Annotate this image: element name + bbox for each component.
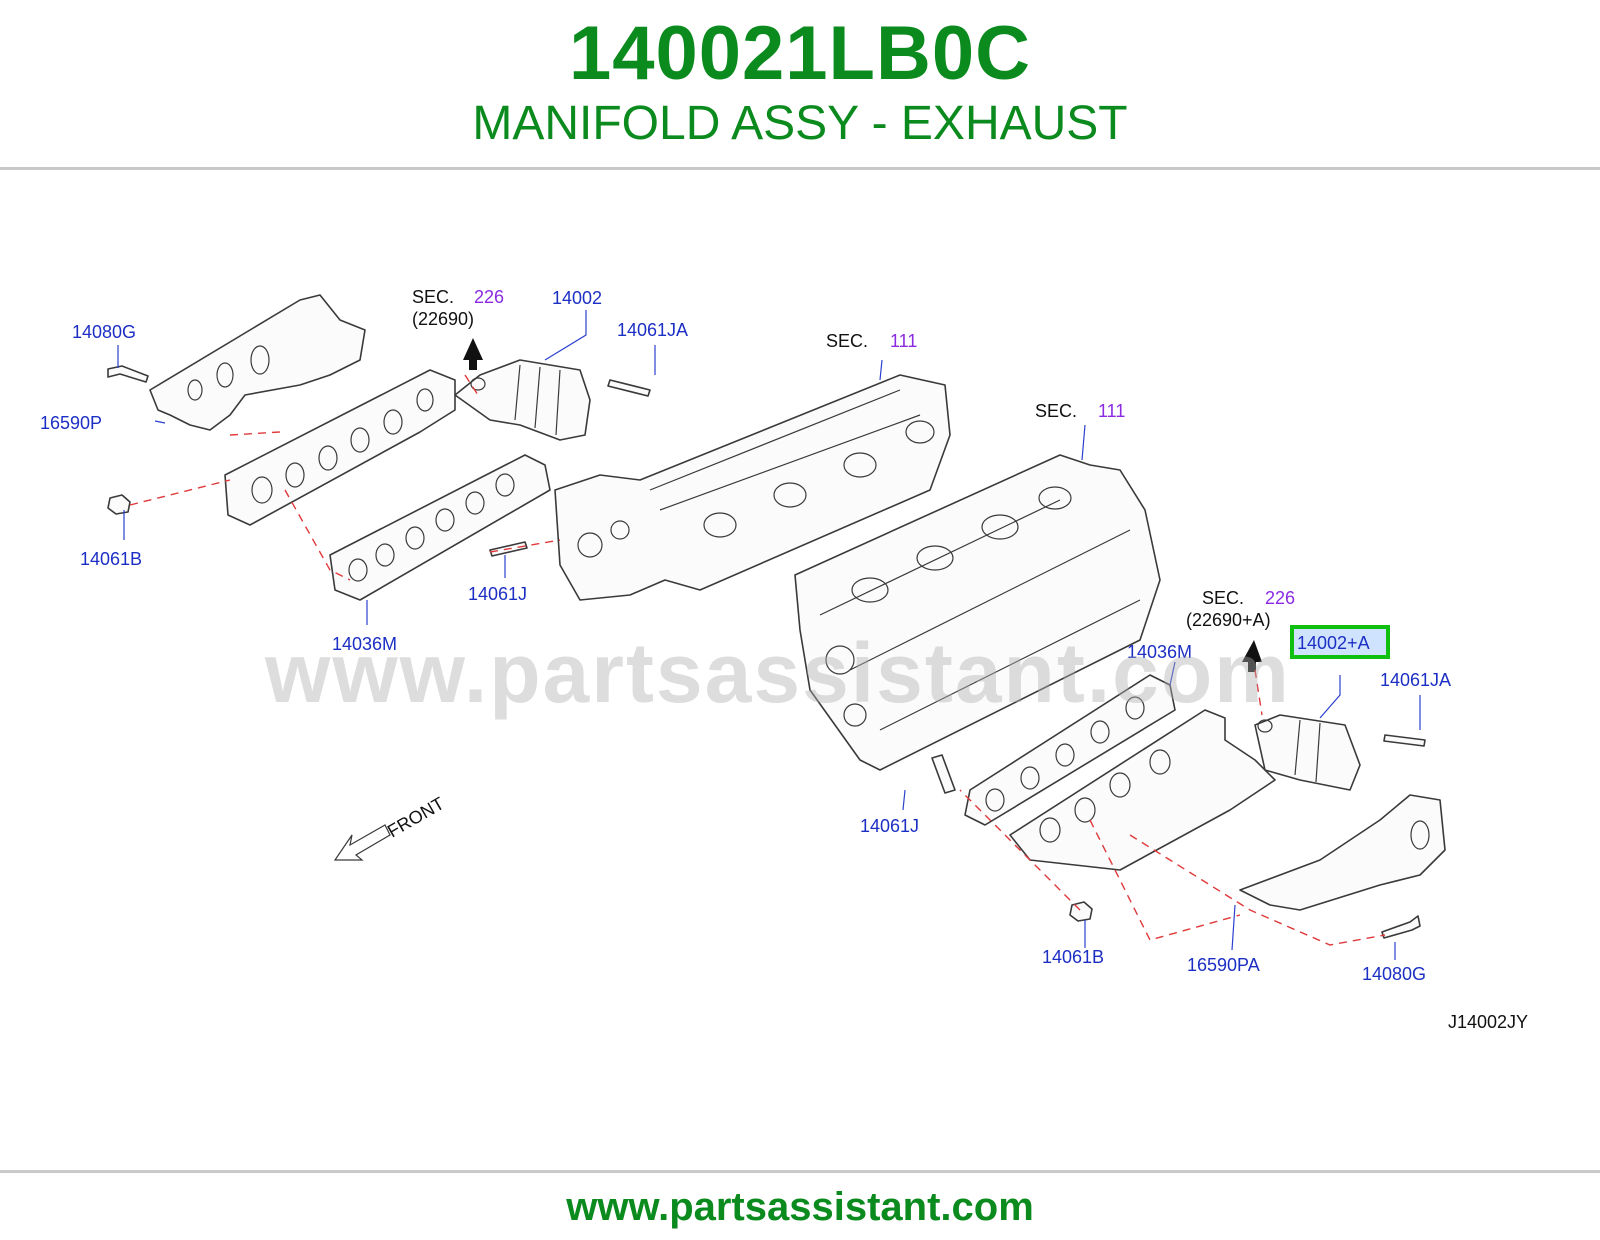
callout-14061JA-left[interactable]: 14061JA (617, 320, 688, 340)
diagram-svg: SEC. 226 (22690) SEC. 111 SEC. 226 111 S… (40, 287, 1528, 1032)
highlight-box (1290, 625, 1390, 659)
callout-14061J-right[interactable]: 14061J (860, 816, 919, 836)
callout-14036M-right[interactable]: 14036M (1127, 642, 1192, 662)
front-label: FRONT (384, 793, 448, 841)
heat-shield-right[interactable] (1239, 794, 1446, 911)
sec-link-111-right-num[interactable]: 111 (1098, 401, 1125, 421)
sec-label-226-left: SEC. (412, 287, 454, 307)
callout-14002[interactable]: 14002 (552, 288, 602, 308)
callout-14080G-right[interactable]: 14080G (1362, 964, 1426, 984)
nut-14061B-left[interactable] (107, 494, 131, 515)
callout-14061B-right[interactable]: 14061B (1042, 947, 1104, 967)
nut-14061B-right[interactable] (1069, 901, 1093, 922)
callout-16590P[interactable]: 16590P (40, 413, 102, 433)
callout-14061J-left[interactable]: 14061J (468, 584, 527, 604)
part-name-subtitle: MANIFOLD ASSY - EXHAUST (472, 97, 1128, 150)
sec-sub-22690A: (22690+A) (1186, 610, 1271, 630)
gasket-right[interactable] (964, 674, 1176, 826)
sec-link-226-right[interactable]: 226 (1265, 588, 1295, 608)
cylinder-head-left[interactable] (554, 374, 951, 601)
cylinder-head-right[interactable] (794, 454, 1161, 771)
diagram-code: J14002JY (1448, 1012, 1528, 1032)
callout-14061JA-right[interactable]: 14061JA (1380, 670, 1451, 690)
callout-14002A-highlighted[interactable]: 14002+A (1297, 633, 1370, 653)
heat-shield-left[interactable] (149, 294, 366, 431)
callout-14080G-left[interactable]: 14080G (72, 322, 136, 342)
sec-sub-22690: (22690) (412, 309, 474, 329)
callout-14061B-left[interactable]: 14061B (80, 549, 142, 569)
stud-14061JA-left[interactable] (607, 379, 651, 397)
callout-16590PA[interactable]: 16590PA (1187, 955, 1260, 975)
sec-link-226-left[interactable]: 226 (474, 287, 504, 307)
arrow-up-icon (463, 338, 483, 370)
bolt-14080G-right[interactable] (1381, 915, 1421, 939)
bolt-14080G-left[interactable] (107, 365, 149, 383)
page-header: 140021LB0C MANIFOLD ASSY - EXHAUST (0, 0, 1600, 170)
footer-site-link[interactable]: www.partsassistant.com (566, 1185, 1034, 1229)
exhaust-manifold-left[interactable] (224, 369, 456, 526)
exhaust-manifold-right[interactable] (1009, 709, 1276, 871)
catalytic-converter-right[interactable] (1254, 714, 1361, 791)
watermark: www.partsassistant.com (265, 626, 1291, 720)
stud-14061J-right[interactable] (931, 754, 956, 794)
sec-label-111-left: SEC. (826, 331, 868, 351)
front-arrow-icon (333, 824, 391, 861)
callout-14036M-left[interactable]: 14036M (332, 634, 397, 654)
stud-14061JA-right[interactable] (1383, 734, 1426, 747)
sec-link-111-left[interactable]: 111 (890, 331, 917, 351)
parts-diagram: SEC. 226 (22690) SEC. 111 SEC. 226 111 S… (0, 170, 1600, 1170)
gasket-left[interactable] (329, 454, 551, 601)
catalytic-converter-left[interactable] (454, 359, 591, 441)
footer-divider (0, 1170, 1600, 1173)
header-divider (0, 167, 1600, 170)
arrow-up-icon (1242, 640, 1262, 672)
sec-label-111-right: SEC. (1035, 401, 1077, 421)
part-number-title: 140021LB0C (568, 11, 1032, 96)
sec-label-226-right: SEC. (1202, 588, 1244, 608)
